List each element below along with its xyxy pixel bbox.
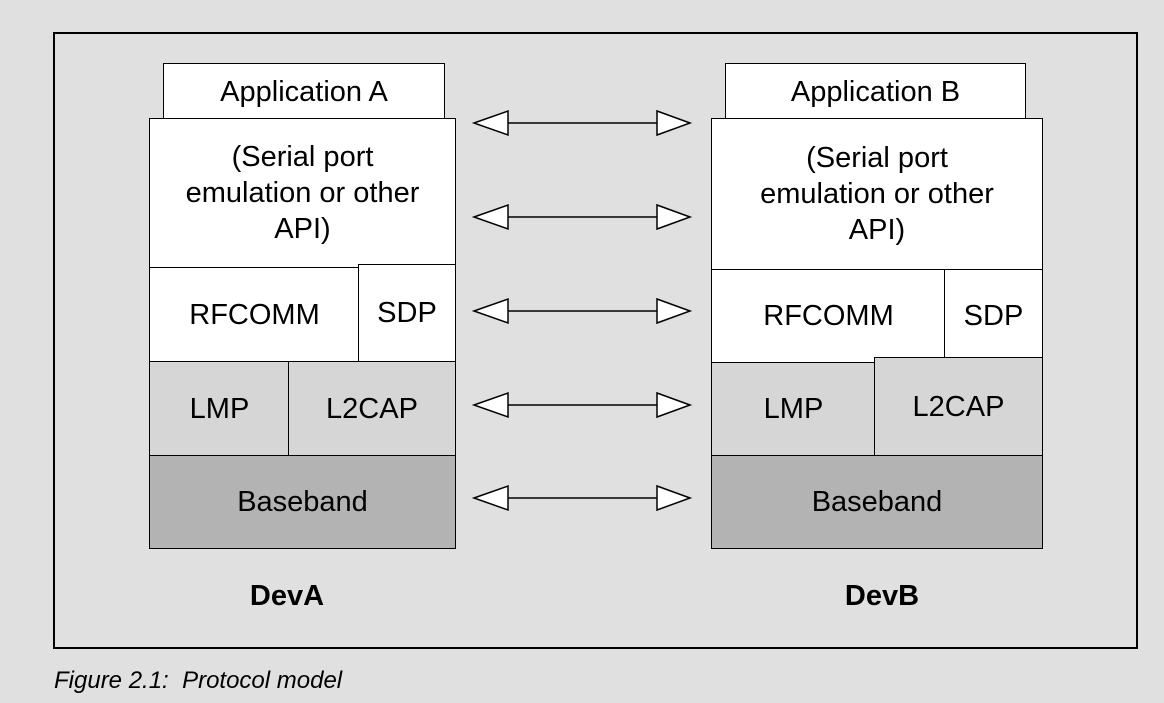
arrow-application [471, 109, 693, 137]
devb-label: DevB [844, 580, 920, 612]
devb-sdp-label: SDP [963, 300, 1024, 332]
devb-application-label: Application B [790, 75, 961, 108]
devb-api-label: (Serial port emulation or other API) [760, 142, 994, 246]
deva-l2cap-label: L2CAP [326, 392, 418, 425]
devb-rfcomm-label: RFCOMM [763, 300, 894, 332]
figure-caption: Figure 2.1: Protocol model [54, 667, 343, 694]
deva-l2cap-box: L2CAP [288, 361, 456, 456]
devb-baseband-label: Baseband [811, 486, 943, 518]
arrow-api [471, 203, 693, 231]
devb-rfcomm-box: RFCOMM [711, 269, 946, 363]
deva-label: DevA [249, 580, 325, 612]
deva-baseband-box: Baseband [149, 455, 456, 549]
diagram-frame [53, 32, 1138, 649]
devb-lmp-box: LMP [711, 362, 876, 456]
devb-l2cap-label: L2CAP [912, 390, 1005, 423]
arrow-baseband [471, 484, 693, 512]
devb-l2cap-box: L2CAP [874, 357, 1043, 456]
arrow-lmp-l2cap [471, 391, 693, 419]
deva-rfcomm-label: RFCOMM [189, 298, 320, 331]
deva-lmp-label: LMP [189, 392, 250, 425]
deva-sdp-label: SDP [377, 297, 437, 329]
deva-sdp-box: SDP [358, 264, 456, 362]
devb-sdp-box: SDP [944, 269, 1043, 363]
devb-baseband-box: Baseband [711, 455, 1043, 549]
deva-rfcomm-box: RFCOMM [149, 267, 360, 362]
arrow-rfcomm-sdp [471, 297, 693, 325]
devb-api-box: (Serial port emulation or other API) [711, 118, 1043, 270]
devb-lmp-label: LMP [763, 393, 824, 425]
deva-lmp-box: LMP [149, 361, 290, 456]
deva-application-label: Application A [220, 75, 388, 108]
deva-api-label: (Serial port emulation or other API) [185, 141, 420, 245]
deva-baseband-label: Baseband [237, 486, 368, 518]
